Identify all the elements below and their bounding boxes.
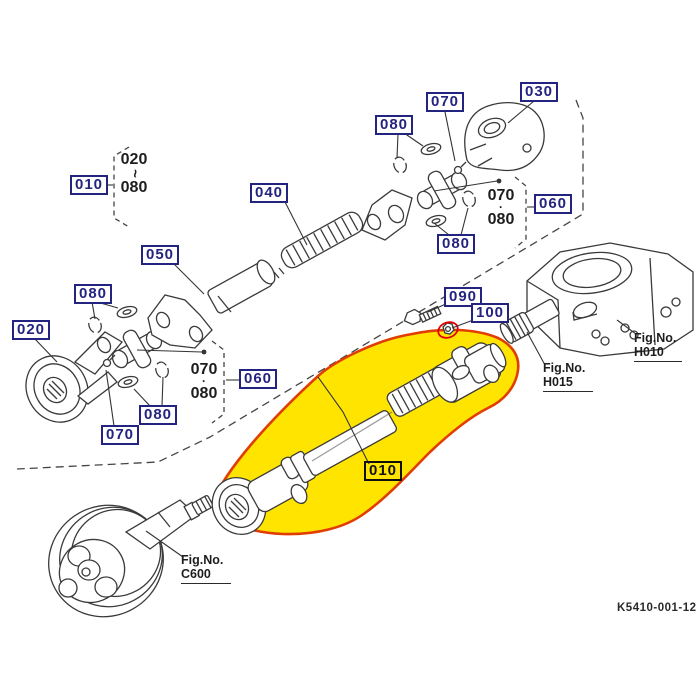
driveshaft-010-illustration bbox=[211, 342, 507, 535]
figref-h010[interactable]: Fig.No. H010 bbox=[634, 331, 683, 362]
callout-080-mid-right[interactable]: 080 bbox=[437, 234, 476, 254]
callout-070-left[interactable]: 070 bbox=[101, 425, 140, 445]
callout-060-left[interactable]: 060 bbox=[239, 369, 278, 389]
range-to: 080 bbox=[190, 385, 218, 402]
figref-h015[interactable]: Fig.No. H015 bbox=[543, 361, 593, 392]
yoke-tube-050-illustration bbox=[147, 259, 285, 349]
range-to: 080 bbox=[487, 211, 515, 228]
range-separator: · bbox=[202, 374, 206, 388]
callout-040[interactable]: 040 bbox=[250, 183, 289, 203]
callout-030[interactable]: 030 bbox=[520, 82, 559, 102]
range-020-080: 020 ~ 080 bbox=[113, 151, 155, 196]
callout-050[interactable]: 050 bbox=[141, 245, 180, 265]
callout-080-left-top[interactable]: 080 bbox=[74, 284, 113, 304]
clevis-yoke-030-illustration bbox=[464, 101, 545, 172]
callout-080-left-bottom[interactable]: 080 bbox=[139, 405, 178, 425]
figref-label: Fig.No. bbox=[634, 331, 677, 345]
range-from: 070 bbox=[190, 361, 218, 378]
splined-shaft-040-illustration bbox=[280, 189, 413, 269]
nut-100-red-circle bbox=[437, 321, 459, 339]
pulley-c600-illustration bbox=[48, 495, 214, 618]
bracket-060-left bbox=[211, 340, 240, 424]
range-from: 070 bbox=[487, 187, 515, 204]
figref-label: Fig.No. bbox=[181, 553, 224, 567]
figref-c600[interactable]: Fig.No. C600 bbox=[181, 553, 231, 584]
drawing-number: K5410-001-12 bbox=[617, 602, 697, 614]
range-070-080-left: 070 · 080 bbox=[186, 361, 222, 402]
range-separator: ~ bbox=[125, 169, 143, 178]
leader-lines bbox=[33, 100, 637, 558]
callout-060-right[interactable]: 060 bbox=[534, 194, 573, 214]
bolt-090-illustration bbox=[403, 305, 442, 326]
callout-010-highlighted[interactable]: 010 bbox=[364, 461, 403, 481]
range-separator: · bbox=[499, 200, 503, 214]
callout-010[interactable]: 010 bbox=[70, 175, 109, 195]
figref-label: Fig.No. bbox=[543, 361, 586, 375]
flange-yoke-020-illustration bbox=[25, 331, 123, 423]
callout-090[interactable]: 090 bbox=[444, 287, 483, 307]
figref-code: H015 bbox=[543, 375, 573, 389]
nut-100-illustration bbox=[442, 322, 455, 335]
callout-020[interactable]: 020 bbox=[12, 320, 51, 340]
range-070-080-right: 070 · 080 bbox=[483, 187, 519, 228]
spider-joint-left-illustration bbox=[88, 305, 169, 389]
callout-100[interactable]: 100 bbox=[471, 303, 510, 323]
callout-070-top[interactable]: 070 bbox=[426, 92, 465, 112]
range-to: 080 bbox=[120, 179, 148, 196]
callout-080-top-right[interactable]: 080 bbox=[375, 115, 414, 135]
figref-code: C600 bbox=[181, 567, 211, 581]
figref-code: H010 bbox=[634, 345, 664, 359]
range-from: 020 bbox=[120, 151, 148, 168]
gearbox-housing-illustration bbox=[499, 242, 694, 357]
group-boundary-dashed bbox=[16, 99, 584, 470]
